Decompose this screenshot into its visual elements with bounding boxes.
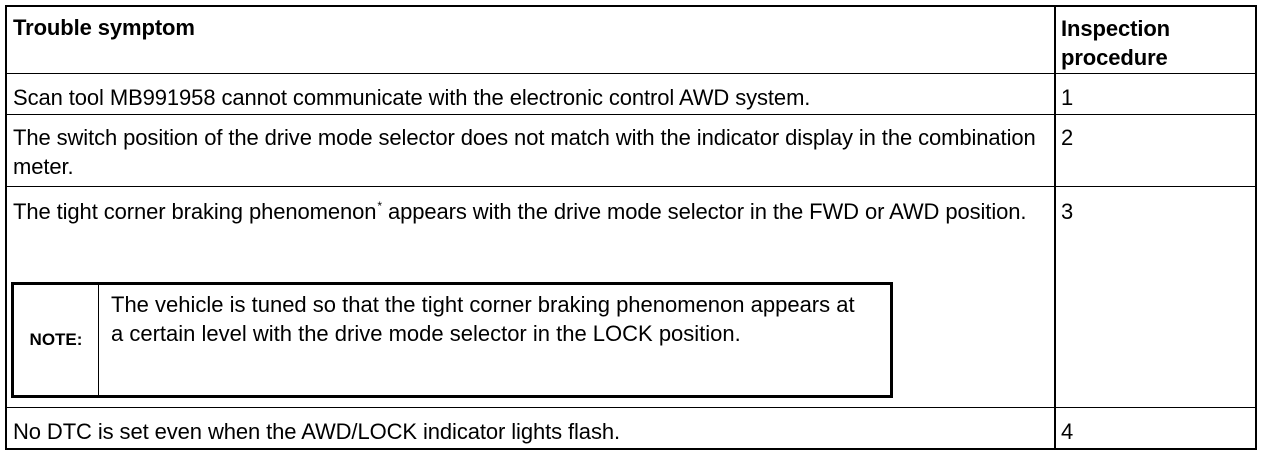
row-4-symptom: No DTC is set even when the AWD/LOCK ind… [13,419,620,444]
header-inspection-procedure: Inspection procedure [1061,16,1171,70]
trouble-symptom-table: Trouble symptom Inspection procedure Sca… [5,5,1257,450]
note-label: NOTE: [14,285,99,395]
row-2-symptom: The switch position of the drive mode se… [13,125,1036,179]
row-2-procedure: 2 [1061,125,1074,150]
note-text: The vehicle is tuned so that the tight c… [111,292,855,346]
row-3-procedure: 3 [1061,199,1074,224]
note-box: NOTE: The vehicle is tuned so that the t… [11,282,893,398]
row-1-procedure: 1 [1061,85,1074,110]
row-1-symptom: Scan tool MB991958 cannot communicate wi… [13,85,811,110]
header-trouble-symptom: Trouble symptom [13,15,195,40]
row-divider [7,407,1255,408]
row-3-symptom-after: appears with the drive mode selector in … [381,199,1027,224]
row-divider [7,73,1255,74]
row-4-procedure: 4 [1061,419,1074,444]
row-divider [7,114,1255,115]
asterisk-mark: * [377,199,382,213]
column-divider [1054,7,1056,448]
row-3-symptom: The tight corner braking phenomenon* app… [13,197,1043,226]
row-divider [7,186,1255,187]
row-3-symptom-before: The tight corner braking phenomenon [13,199,377,224]
